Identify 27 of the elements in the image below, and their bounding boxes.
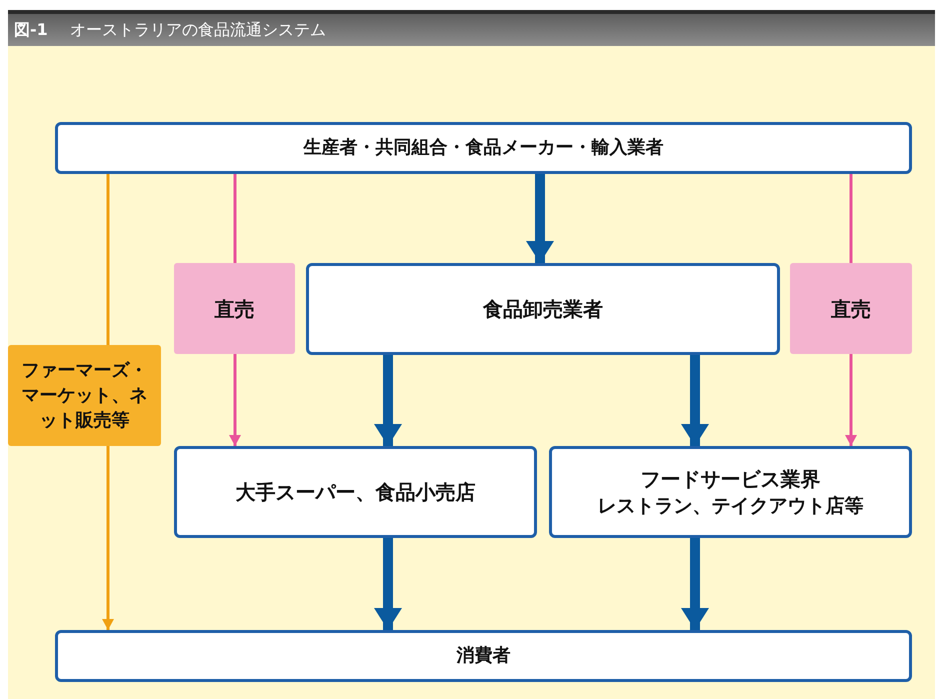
node-label: 直売	[214, 296, 254, 322]
node-label: 直売	[831, 296, 871, 322]
arrow	[681, 538, 709, 630]
arrow	[681, 355, 709, 446]
arrow	[374, 355, 402, 446]
process-box	[174, 446, 537, 538]
node-label: フードサービス業界	[640, 466, 820, 493]
arrow	[526, 174, 554, 263]
channel-box	[8, 345, 161, 446]
sales-box	[174, 263, 295, 354]
process-box	[549, 446, 912, 538]
node-subtitle: レストラン、テイクアウト店等	[598, 494, 864, 519]
arrow	[374, 538, 402, 630]
node-label: 消費者	[456, 644, 510, 668]
node-label: ファーマーズ・マーケット、ネット販売等	[20, 358, 148, 434]
node-label: 食品卸売業者	[483, 296, 603, 323]
title-text: オーストラリアの食品流通システム	[70, 20, 326, 40]
arrow	[845, 354, 857, 446]
arrow	[102, 446, 114, 630]
process-box	[306, 263, 780, 355]
sales-box	[790, 263, 912, 354]
node-label: 大手スーパー、食品小売店	[236, 479, 476, 506]
consumer-box	[55, 630, 912, 682]
figure-number: 図-1	[14, 20, 48, 40]
source-box	[55, 122, 912, 174]
arrow	[229, 354, 241, 446]
node-label: 生産者・共同組合・食品メーカー・輸入業者	[304, 136, 664, 160]
